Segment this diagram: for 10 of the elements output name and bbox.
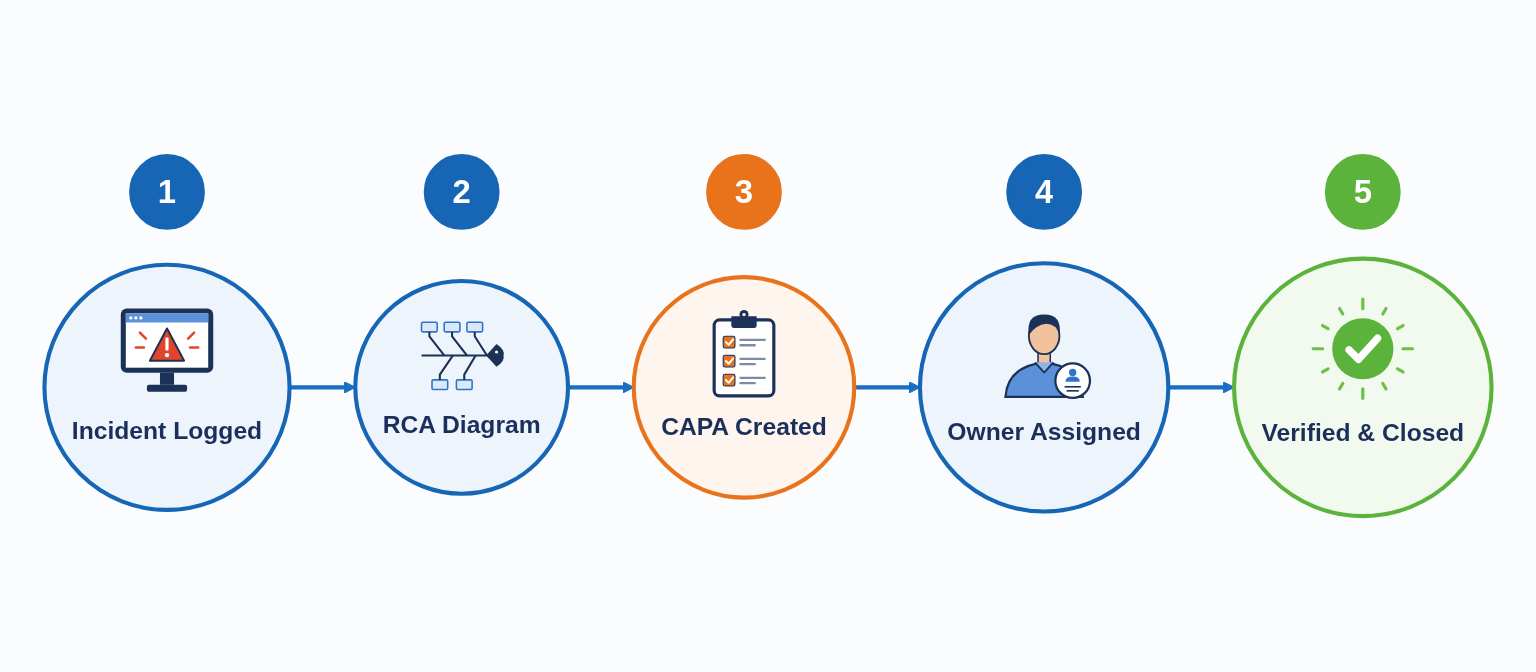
node-circle: 2 [423, 154, 500, 231]
node-circle: 1 [129, 154, 205, 231]
node-circle: 5 [1324, 154, 1401, 231]
node-circle: 3 [706, 154, 782, 231]
node-circle: Verified & Closed [1232, 256, 1494, 519]
node-circle: RCA Diagram [353, 279, 571, 496]
node-circle: 4 [1006, 154, 1083, 231]
node-circle: Owner Assigned [917, 261, 1171, 514]
node-circle: CAPA Created [631, 275, 857, 500]
node-circle: Incident Logged [42, 262, 292, 513]
